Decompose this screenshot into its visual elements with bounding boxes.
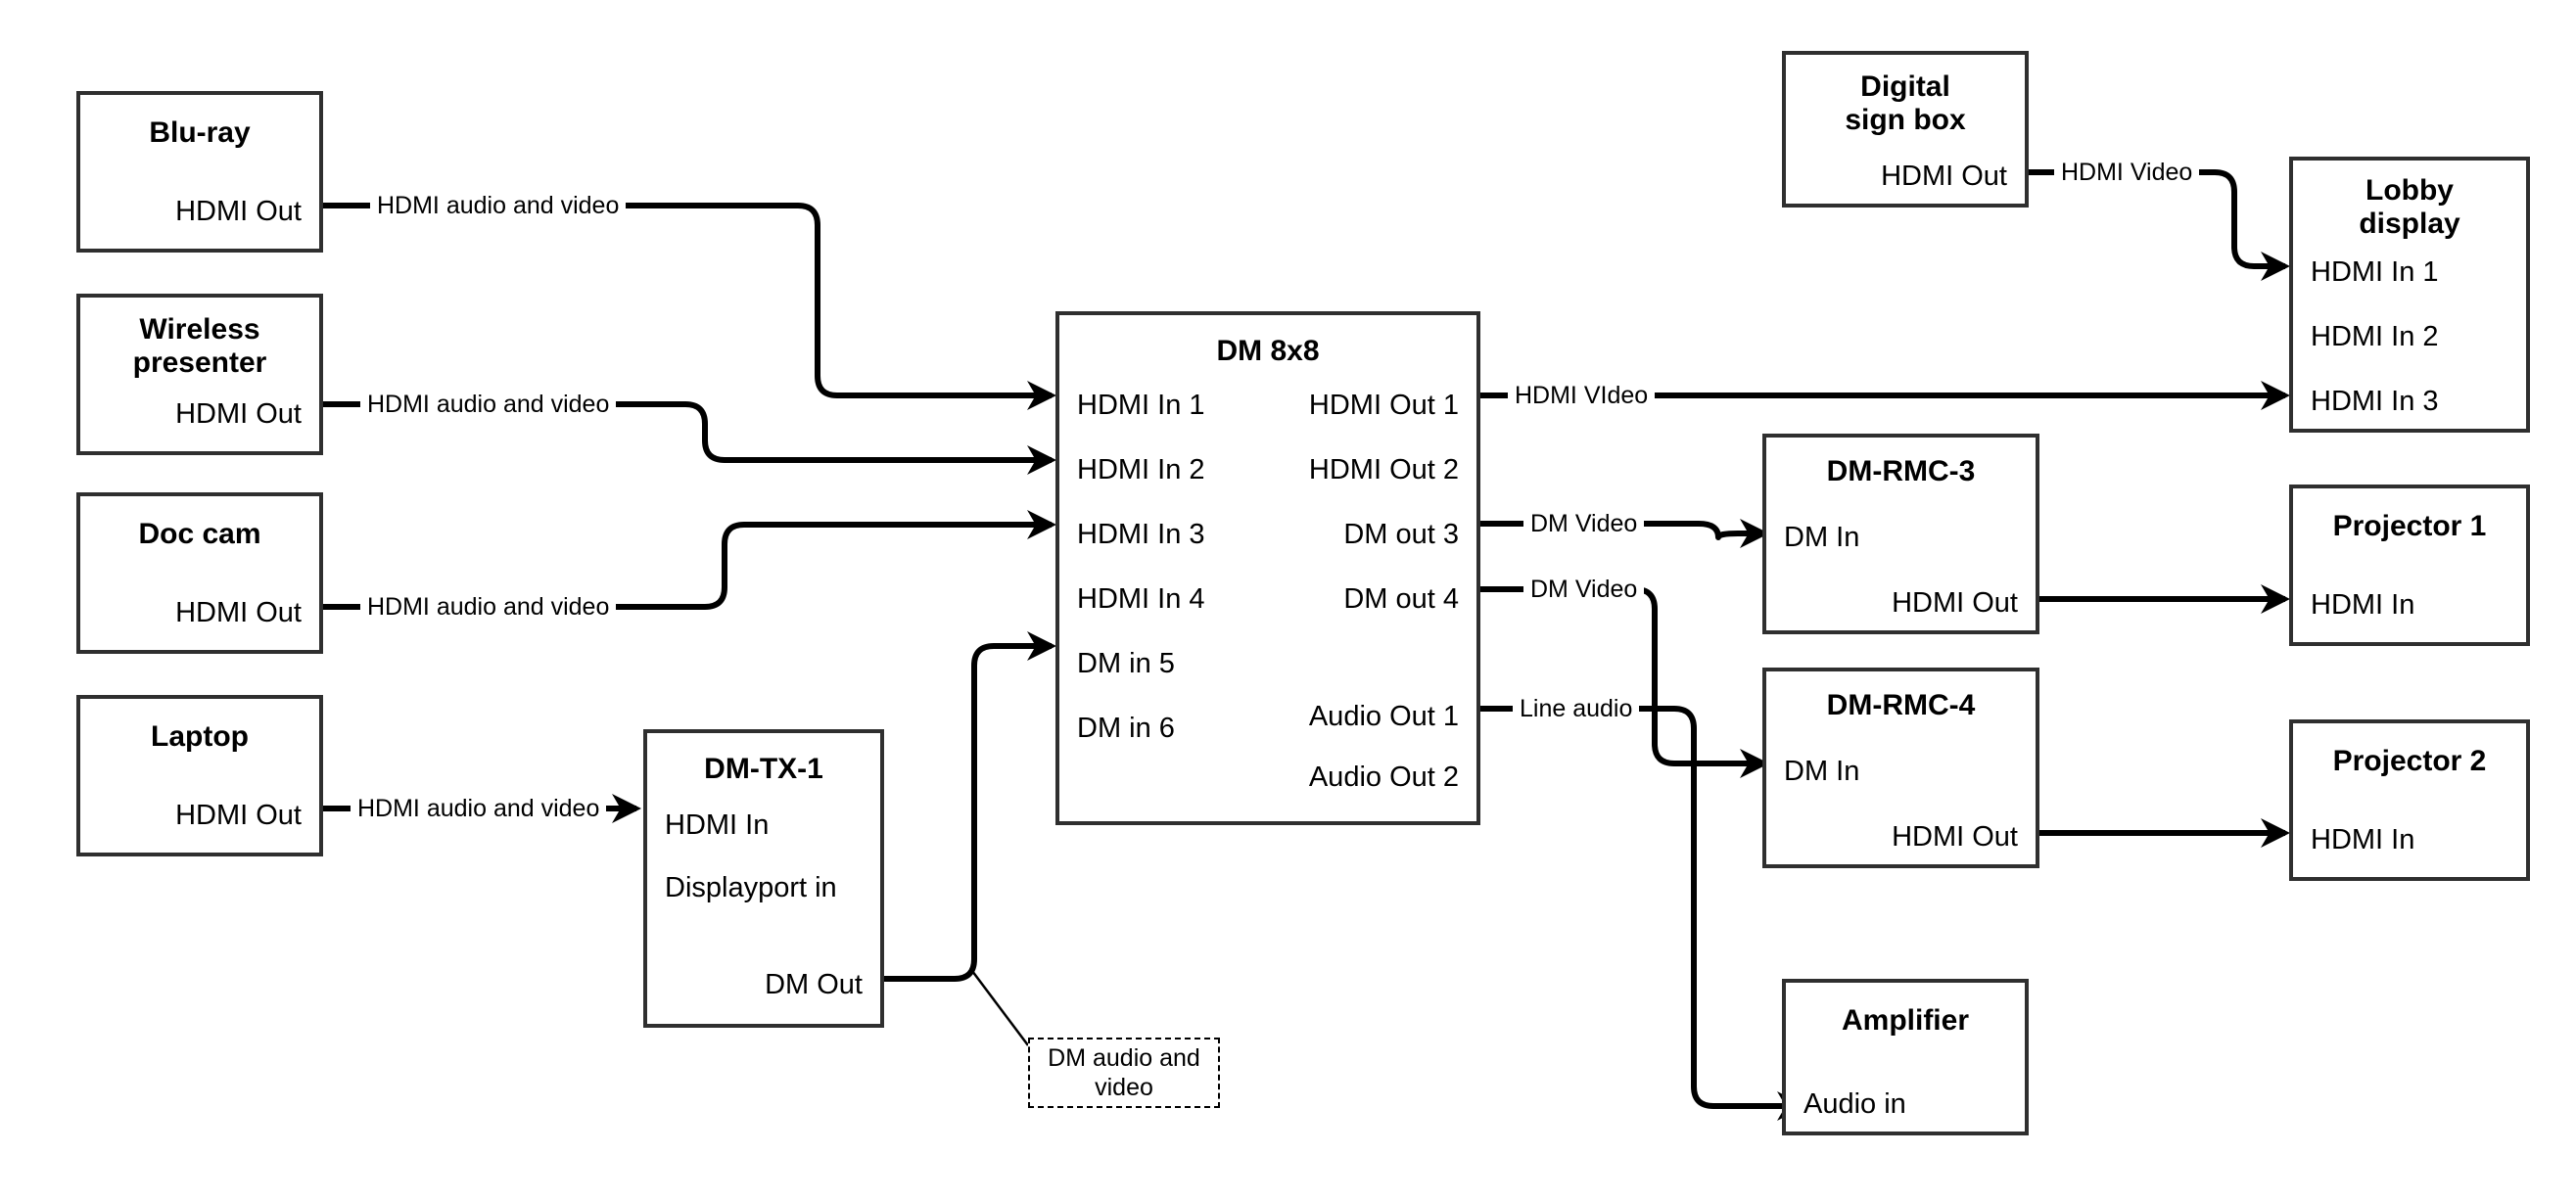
port-dm-tx-1-hdmi-in[interactable]: HDMI In <box>665 809 770 841</box>
node-wireless-presenter-title: Wireless presenter <box>132 313 267 379</box>
node-projector-2-title: Projector 2 <box>2332 745 2487 777</box>
node-dm-tx-1[interactable]: DM-TX-1 HDMI In Displayport in DM Out <box>643 729 884 1028</box>
port-dm-tx-1-displayport-in[interactable]: Displayport in <box>665 872 837 903</box>
wire-doc-cam-to-dm8x8 <box>323 510 1056 610</box>
port-dm-8x8-dm-out-4[interactable]: DM out 4 <box>1343 583 1459 615</box>
port-projector-2-hdmi-in[interactable]: HDMI In <box>2311 824 2415 855</box>
wire-digital-sign-box-to-lobby-display <box>2029 169 2290 281</box>
port-dm-rmc-3-dm-in[interactable]: DM In <box>1784 522 1860 553</box>
node-dm-rmc-4-title: DM-RMC-4 <box>1826 689 1976 721</box>
node-blu-ray[interactable]: Blu-ray HDMI Out <box>76 91 323 253</box>
port-lobby-display-hdmi-in-1[interactable]: HDMI In 1 <box>2311 256 2439 288</box>
node-laptop[interactable]: Laptop HDMI Out <box>76 695 323 856</box>
wire-dm8x8-audio-out-1-to-amplifier <box>1480 706 1806 1121</box>
node-dm-rmc-4[interactable]: DM-RMC-4 DM In HDMI Out <box>1762 668 2039 868</box>
wire-label-dm8x8-audio-out-1-to-amplifier: Line audio <box>1513 697 1640 721</box>
wire-dm8x8-dm-out-4-to-dm-rmc-4 <box>1480 586 1769 778</box>
wire-label-doc-cam-to-dm8x8: HDMI audio and video <box>360 595 617 620</box>
node-blu-ray-title: Blu-ray <box>149 116 251 149</box>
node-dm-rmc-3-title: DM-RMC-3 <box>1826 455 1976 487</box>
wire-wireless-presenter-to-dm8x8 <box>323 401 1056 475</box>
node-lobby-display-title: Lobby display <box>2359 174 2460 240</box>
port-wireless-presenter-hdmi-out[interactable]: HDMI Out <box>175 398 302 430</box>
port-dm-8x8-audio-out-1[interactable]: Audio Out 1 <box>1308 701 1459 732</box>
wire-label-digital-sign-box-to-lobby-display: HDMI Video <box>2054 161 2200 185</box>
wire-label-laptop-to-dm-tx-1: HDMI audio and video <box>351 797 607 821</box>
port-doc-cam-hdmi-out[interactable]: HDMI Out <box>175 597 302 628</box>
port-digital-sign-box-hdmi-out[interactable]: HDMI Out <box>1881 161 2007 192</box>
node-digital-sign-box-title: Digital sign box <box>1845 70 1966 136</box>
port-dm-8x8-hdmi-in-3[interactable]: HDMI In 3 <box>1077 519 1205 550</box>
port-lobby-display-hdmi-in-2[interactable]: HDMI In 2 <box>2311 321 2439 352</box>
node-doc-cam[interactable]: Doc cam HDMI Out <box>76 492 323 654</box>
node-laptop-title: Laptop <box>151 720 249 753</box>
port-dm-8x8-hdmi-out-2[interactable]: HDMI Out 2 <box>1308 454 1459 485</box>
port-dm-8x8-hdmi-in-4[interactable]: HDMI In 4 <box>1077 583 1205 615</box>
node-dm-tx-1-title: DM-TX-1 <box>704 753 823 785</box>
wire-dm8x8-dm-out-3-to-dm-rmc-3 <box>1480 519 1769 548</box>
leader-line-dm-callout <box>971 970 1029 1046</box>
wire-label-dm8x8-hdmi-out-1-to-lobby-display: HDMI VIdeo <box>1508 384 1656 408</box>
port-dm-tx-1-dm-out[interactable]: DM Out <box>765 969 863 1000</box>
port-dm-rmc-4-hdmi-out[interactable]: HDMI Out <box>1892 821 2018 853</box>
node-projector-1[interactable]: Projector 1 HDMI In <box>2289 485 2530 646</box>
node-dm-8x8[interactable]: DM 8x8 HDMI In 1 HDMI In 2 HDMI In 3 HDM… <box>1055 311 1480 825</box>
wire-blu-ray-to-dm8x8 <box>323 203 1056 410</box>
node-projector-1-title: Projector 1 <box>2332 510 2487 542</box>
wire-label-dm8x8-dm-out-4-to-dm-rmc-4: DM Video <box>1523 577 1645 602</box>
port-dm-rmc-3-hdmi-out[interactable]: HDMI Out <box>1892 587 2018 619</box>
port-dm-8x8-hdmi-out-1[interactable]: HDMI Out 1 <box>1308 390 1459 421</box>
port-dm-rmc-4-dm-in[interactable]: DM In <box>1784 756 1860 787</box>
wire-label-dm8x8-dm-out-3-to-dm-rmc-3: DM Video <box>1523 512 1645 536</box>
node-amplifier[interactable]: Amplifier Audio in <box>1782 979 2029 1135</box>
port-dm-8x8-audio-out-2[interactable]: Audio Out 2 <box>1308 762 1459 793</box>
port-dm-8x8-dm-in-6[interactable]: DM in 6 <box>1077 713 1175 744</box>
port-amplifier-audio-in[interactable]: Audio in <box>1803 1088 1906 1120</box>
port-lobby-display-hdmi-in-3[interactable]: HDMI In 3 <box>2311 386 2439 417</box>
wire-label-wireless-presenter-to-dm8x8: HDMI audio and video <box>360 393 617 417</box>
port-dm-8x8-hdmi-in-2[interactable]: HDMI In 2 <box>1077 454 1205 485</box>
node-digital-sign-box[interactable]: Digital sign box HDMI Out <box>1782 51 2029 208</box>
node-lobby-display[interactable]: Lobby display HDMI In 1 HDMI In 2 HDMI I… <box>2289 157 2530 433</box>
port-dm-8x8-hdmi-in-1[interactable]: HDMI In 1 <box>1077 390 1205 421</box>
node-doc-cam-title: Doc cam <box>138 518 261 550</box>
port-dm-8x8-dm-in-5[interactable]: DM in 5 <box>1077 648 1175 679</box>
node-amplifier-title: Amplifier <box>1841 1004 1970 1037</box>
port-projector-1-hdmi-in[interactable]: HDMI In <box>2311 589 2415 621</box>
wire-dm-tx-1-to-dm8x8 <box>884 631 1056 982</box>
node-projector-2[interactable]: Projector 2 HDMI In <box>2289 719 2530 881</box>
port-dm-8x8-dm-out-3[interactable]: DM out 3 <box>1343 519 1459 550</box>
node-wireless-presenter[interactable]: Wireless presenter HDMI Out <box>76 294 323 455</box>
port-laptop-hdmi-out[interactable]: HDMI Out <box>175 800 302 831</box>
node-dm-8x8-title: DM 8x8 <box>1216 335 1320 367</box>
port-blu-ray-hdmi-out[interactable]: HDMI Out <box>175 196 302 227</box>
wire-label-blu-ray-to-dm8x8: HDMI audio and video <box>370 194 627 218</box>
callout-dm-audio-and-video: DM audio and video <box>1028 1038 1220 1108</box>
node-dm-rmc-3[interactable]: DM-RMC-3 DM In HDMI Out <box>1762 434 2039 634</box>
